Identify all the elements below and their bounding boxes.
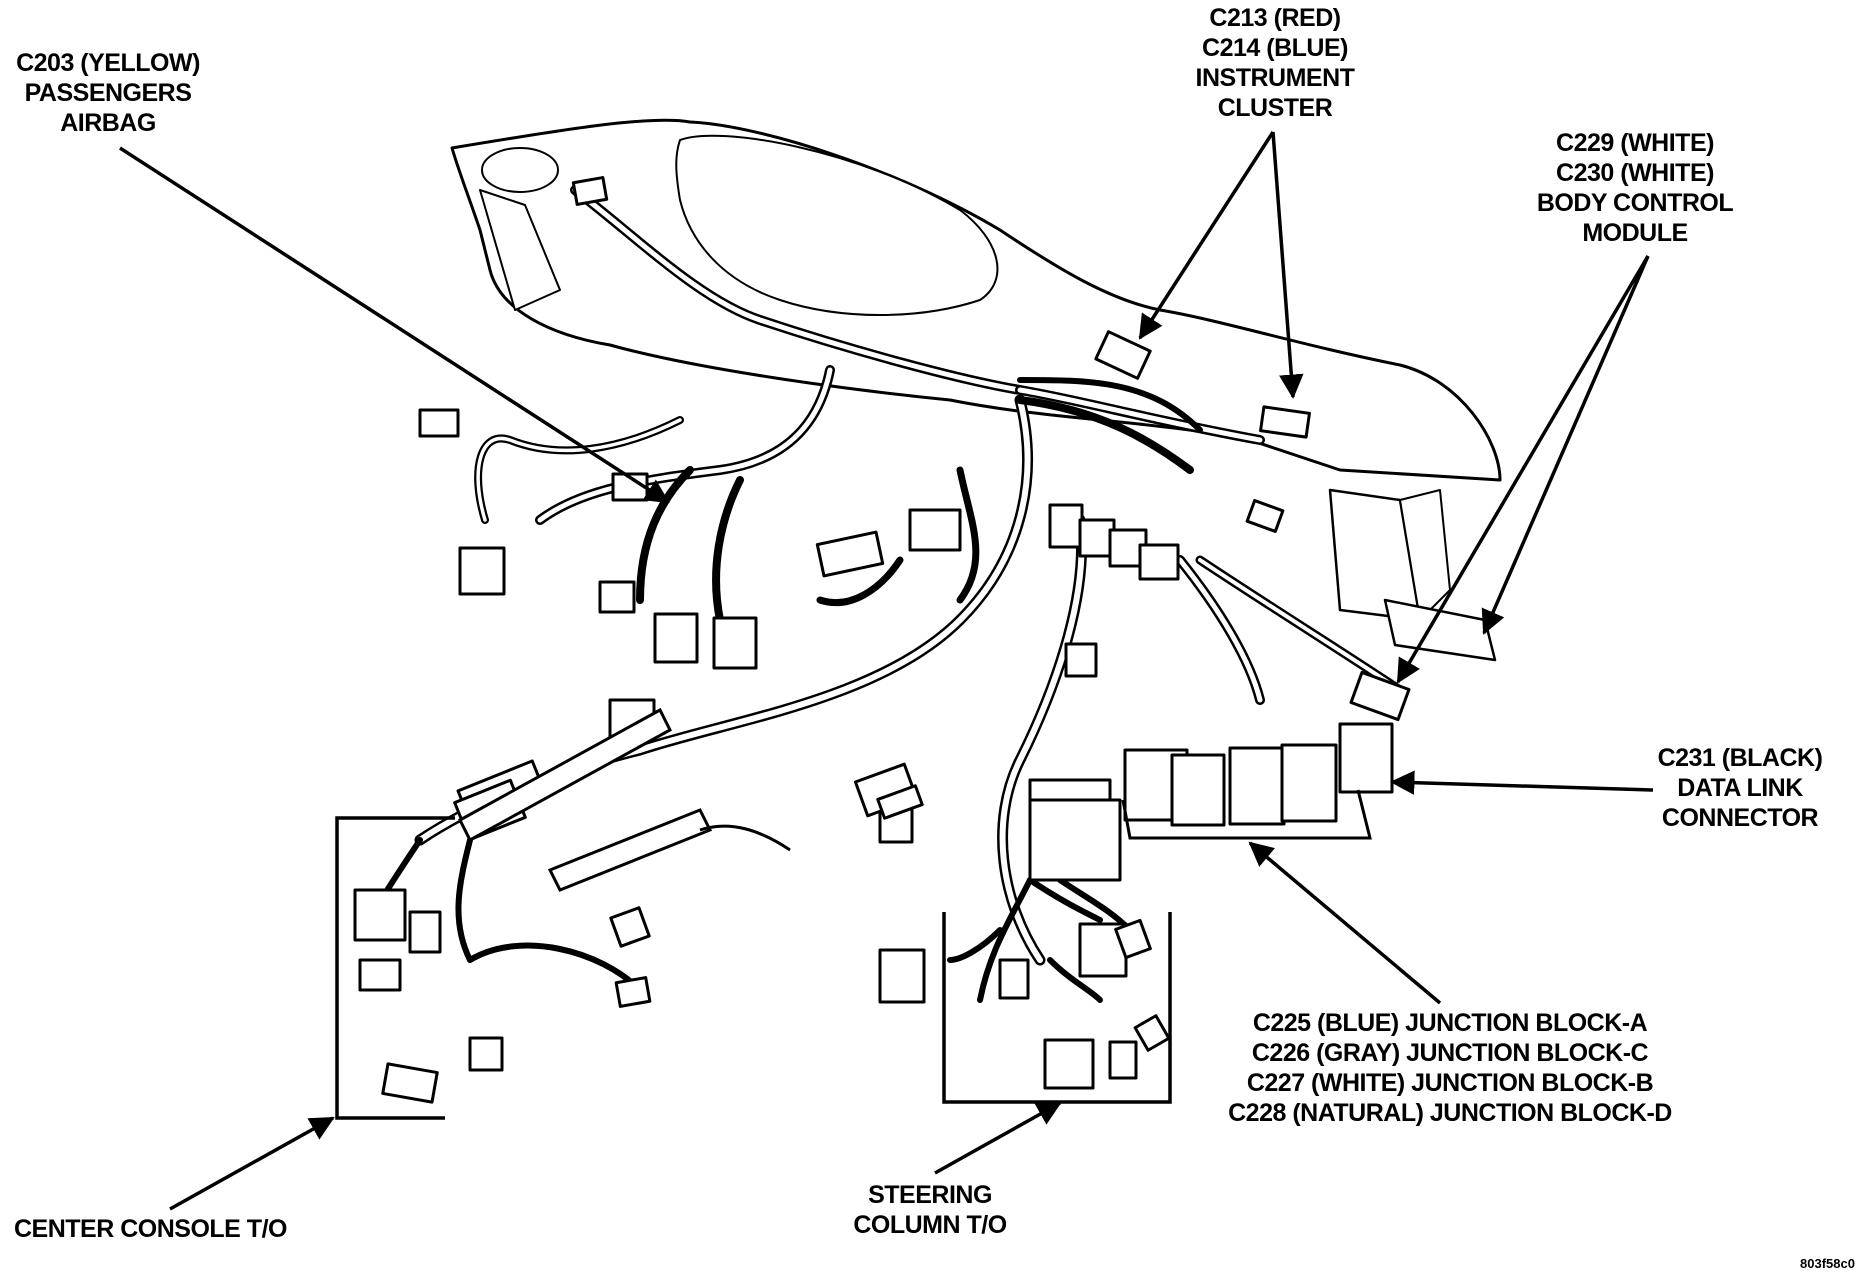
console-bracket	[458, 707, 791, 892]
arrow-bcm-a	[1396, 255, 1650, 684]
label-steering-column: STEERING COLUMN T/O	[853, 1181, 1007, 1239]
junction-bracket	[1121, 789, 1372, 840]
label-junction-blocks: C225 (BLUE) JUNCTION BLOCK-A C226 (GRAY)…	[1228, 1009, 1672, 1127]
arrow-airbag	[119, 146, 670, 504]
label-center-console: CENTER CONSOLE T/O	[14, 1215, 287, 1243]
arrow-steering	[934, 1101, 1062, 1175]
instrument-panel-carrier	[450, 118, 1502, 662]
arrow-cluster-b	[1271, 131, 1304, 400]
leader-arrows	[119, 131, 1654, 1211]
label-body-control-module: C229 (WHITE) C230 (WHITE) BODY CONTROL M…	[1536, 129, 1734, 247]
arrow-bcm-b	[1481, 255, 1650, 635]
steering-bracket	[942, 912, 1172, 1104]
arrow-junction	[1248, 841, 1442, 1005]
figure-code: 803f58c0	[1800, 1256, 1855, 1271]
label-passengers-airbag: C203 (YELLOW) PASSENGERS AIRBAG	[16, 49, 200, 137]
arrow-console	[169, 1116, 335, 1211]
connectors	[353, 176, 1411, 1104]
arrow-cluster-a	[1138, 131, 1275, 340]
arrow-dlc	[1389, 770, 1654, 795]
label-instrument-cluster: C213 (RED) C214 (BLUE) INSTRUMENT CLUSTE…	[1195, 4, 1355, 122]
console-bracket-frame	[335, 816, 455, 1120]
label-data-link-connector: C231 (BLACK) DATA LINK CONNECTOR	[1657, 744, 1823, 832]
